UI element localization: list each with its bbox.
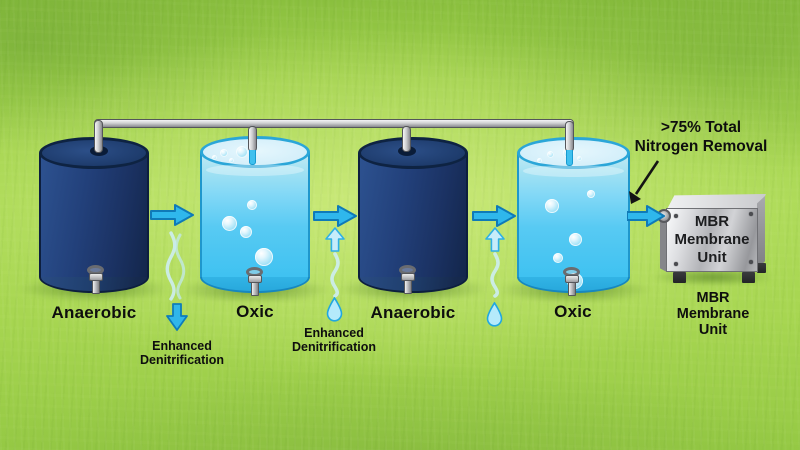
label-line2: Denitrification	[139, 353, 225, 367]
tank-body	[39, 153, 149, 277]
mbr-face-line1: MBR	[694, 213, 730, 230]
label-line2: Nitrogen Removal	[634, 137, 768, 155]
bubble-icon	[537, 158, 542, 163]
spigot-icon-4	[559, 267, 585, 301]
mbr-caption: MBR Membrane Unit	[651, 290, 775, 338]
mbr-caption-line1: MBR	[696, 290, 730, 306]
droplet-icon-1	[326, 297, 343, 322]
spigot-stem	[568, 282, 576, 296]
tank-label-anaerobic-2: Anaerobic	[370, 303, 456, 322]
pipe-outlet-tip	[566, 150, 573, 166]
mbr-box-right-face	[757, 196, 765, 270]
squiggle-icon-3	[490, 252, 500, 298]
screw-icon	[674, 262, 678, 266]
bubble-icon	[587, 190, 595, 198]
spigot-stem	[251, 282, 259, 296]
mbr-caption-line3: Unit	[698, 322, 728, 338]
flow-arrow-icon-3	[472, 205, 516, 227]
droplet-icon-2	[486, 302, 503, 327]
up-arrow-icon-2	[485, 227, 505, 252]
tank-label-oxic-2: Oxic	[554, 302, 592, 321]
pipe-drop-4	[565, 121, 574, 152]
bubble-icon	[569, 233, 582, 246]
bubble-icon	[236, 146, 248, 158]
mbr-caption-line2: Membrane	[676, 306, 750, 322]
bubble-icon	[545, 199, 559, 213]
bubble-icon	[240, 226, 252, 238]
tank-label-oxic-1: Oxic	[236, 302, 274, 321]
tank-body	[517, 153, 630, 277]
mbr-unit-box	[666, 208, 758, 272]
mbr-foot	[742, 272, 755, 283]
bubble-icon	[222, 216, 237, 231]
bubble-icon	[553, 253, 563, 263]
mbr-foot	[757, 263, 766, 273]
mbr-face-line3: Unit	[697, 249, 727, 266]
screw-icon	[749, 212, 753, 216]
bubble-icon	[255, 248, 273, 266]
bubble-icon	[577, 156, 582, 161]
label-line2: Denitrification	[291, 340, 377, 354]
pipe-drop-3	[402, 126, 411, 152]
bubble-icon	[220, 149, 228, 157]
down-arrow-icon	[166, 303, 188, 331]
bubble-icon	[547, 151, 554, 158]
label-line1: Enhanced	[304, 326, 364, 340]
squiggle-icon-1	[165, 231, 186, 301]
label-line1: >75% Total	[660, 119, 742, 136]
spigot-icon-1	[83, 265, 109, 299]
spigot-icon-3	[395, 265, 421, 299]
bubble-icon	[229, 158, 234, 163]
pipe-riser-1	[94, 120, 103, 153]
up-arrow-icon-1	[325, 227, 345, 252]
spigot-stem	[92, 280, 100, 294]
pipe-outlet-tip	[249, 150, 256, 165]
spigot-icon-2	[242, 267, 268, 301]
label-line1: Enhanced	[152, 339, 212, 353]
tank-label-anaerobic-1: Anaerobic	[51, 303, 137, 322]
enhanced-denitrification-label-1: Enhanced Denitrification	[116, 339, 248, 367]
flow-arrow-icon-4	[627, 205, 665, 227]
squiggle-icon-2	[330, 252, 340, 298]
mbr-foot	[673, 272, 686, 283]
flow-arrow-icon-2	[313, 205, 357, 227]
tank-body	[358, 153, 468, 277]
flow-arrow-icon-1	[150, 204, 194, 226]
enhanced-denitrification-label-2: Enhanced Denitrification	[268, 326, 400, 354]
mbr-face-label: MBR Membrane Unit	[666, 213, 758, 267]
screw-icon	[749, 260, 753, 264]
tank-top	[358, 137, 468, 169]
bubble-icon	[212, 155, 217, 160]
nitrogen-removal-label: >75% Total Nitrogen Removal	[601, 119, 800, 156]
pipe-drop-2	[248, 126, 257, 152]
screw-icon	[674, 214, 678, 218]
waterline	[206, 164, 304, 176]
mbr-box-left-face	[660, 211, 667, 272]
spigot-stem	[404, 280, 412, 294]
annotation-arrow-icon	[629, 160, 660, 204]
pipe-horizontal	[94, 119, 574, 128]
waterline	[523, 165, 624, 177]
bubble-icon	[247, 200, 257, 210]
mbr-face-line2: Membrane	[674, 231, 750, 248]
mbr-box-top-face	[666, 194, 766, 211]
